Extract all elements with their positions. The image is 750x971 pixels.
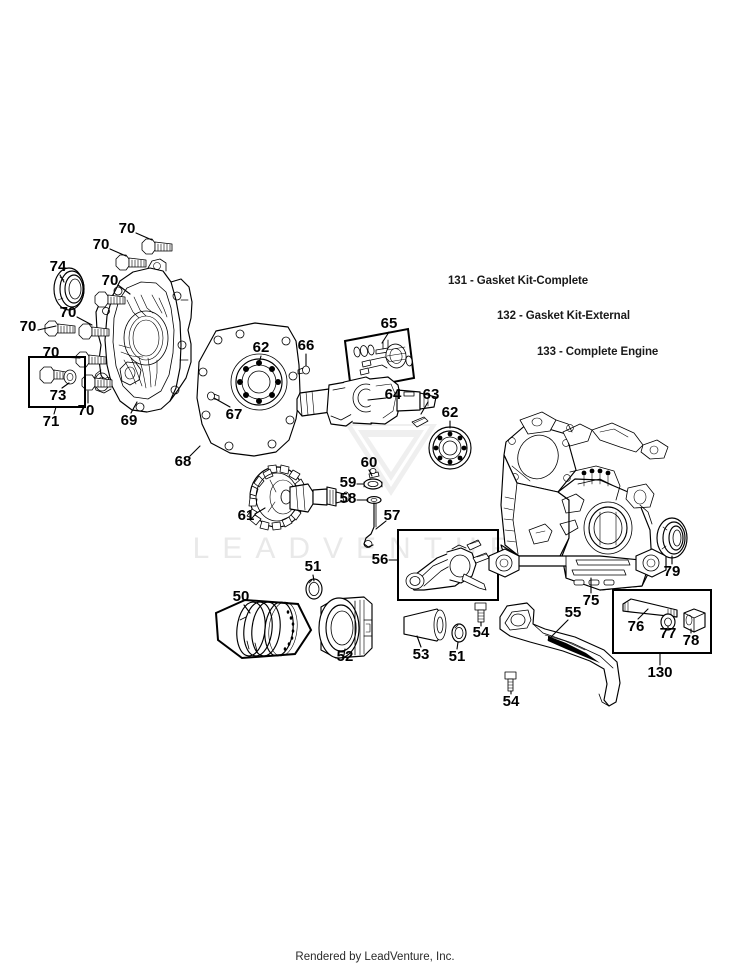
callout-number-70e: 70 <box>20 318 37 335</box>
watermark-logo-mark <box>345 420 437 496</box>
kit-legend-133: 133 - Complete Engine <box>537 346 659 358</box>
callout-number-54b: 54 <box>503 693 520 710</box>
part-bolt-70a <box>141 238 173 255</box>
kit-legend-131: 131 - Gasket Kit-Complete <box>448 275 589 287</box>
callout-number-70f: 70 <box>43 344 60 361</box>
callout-number-77: 77 <box>660 625 677 642</box>
part-bolt-70e <box>44 320 76 337</box>
callout-number-57: 57 <box>384 507 401 524</box>
part-bolt-54a <box>474 602 487 623</box>
callout-number-52: 52 <box>337 648 354 665</box>
part-bolt-70c <box>94 291 126 308</box>
callout-number-55: 55 <box>565 604 582 621</box>
callout-number-60: 60 <box>361 454 378 471</box>
callout-number-66: 66 <box>298 337 315 354</box>
callout-number-130: 130 <box>647 664 672 681</box>
part-woodruff-key-63 <box>411 416 429 428</box>
part-bolt-70b <box>115 254 147 271</box>
callout-number-79: 79 <box>664 563 681 580</box>
callout-number-70g: 70 <box>78 402 95 419</box>
callout-number-51a: 51 <box>305 558 322 575</box>
callout-number-70c: 70 <box>102 272 119 289</box>
callout-number-51b: 51 <box>449 648 466 665</box>
callout-number-61: 61 <box>238 507 255 524</box>
callout-number-63: 63 <box>423 386 440 403</box>
inset-box-130 <box>612 589 712 654</box>
kit-legend-132: 132 - Gasket Kit-External <box>497 310 631 322</box>
callout-number-75: 75 <box>583 592 600 609</box>
callout-number-73: 73 <box>50 387 67 404</box>
part-bolt-70d <box>78 323 110 340</box>
inset-box-71 <box>28 356 86 408</box>
part-crankshaft-64 <box>296 376 437 427</box>
part-wrist-pin-53 <box>403 608 447 642</box>
callout-number-70d: 70 <box>60 304 77 321</box>
callout-number-53: 53 <box>413 646 430 663</box>
footer-credit: Rendered by LeadVenture, Inc. <box>295 951 455 963</box>
callout-number-65: 65 <box>381 315 398 332</box>
callout-number-56: 56 <box>372 551 389 568</box>
callout-number-78: 78 <box>683 632 700 649</box>
inset-box-65 <box>343 327 416 392</box>
leader-lines <box>37 232 692 695</box>
callout-number-74: 74 <box>50 258 67 275</box>
callout-number-70b: 70 <box>93 236 110 253</box>
part-piston-rings-50 <box>214 598 313 660</box>
callout-number-67: 67 <box>226 406 243 423</box>
part-governor-rod-57 <box>363 502 377 548</box>
callout-number-68: 68 <box>175 453 192 470</box>
part-gasket-68 <box>196 322 301 457</box>
callout-number-64: 64 <box>385 386 402 403</box>
callout-number-76: 76 <box>628 618 645 635</box>
callout-number-59: 59 <box>340 474 357 491</box>
part-crankcase-block-75 <box>488 411 669 591</box>
part-clip-51b <box>451 623 467 643</box>
callout-number-50: 50 <box>233 588 250 605</box>
callout-number-58: 58 <box>340 490 357 507</box>
callout-number-62a: 62 <box>253 339 270 356</box>
callout-number-71: 71 <box>43 413 60 430</box>
part-camshaft-61 <box>246 464 350 531</box>
callout-number-62b: 62 <box>442 404 459 421</box>
part-oil-seal-79 <box>656 517 688 559</box>
callout-number-54a: 54 <box>473 624 490 641</box>
callout-number-70a: 70 <box>119 220 136 237</box>
part-piston-52 <box>318 596 373 659</box>
part-bearing-62b <box>428 426 472 470</box>
part-bolt-54b <box>504 671 517 692</box>
callout-number-69: 69 <box>121 412 138 429</box>
